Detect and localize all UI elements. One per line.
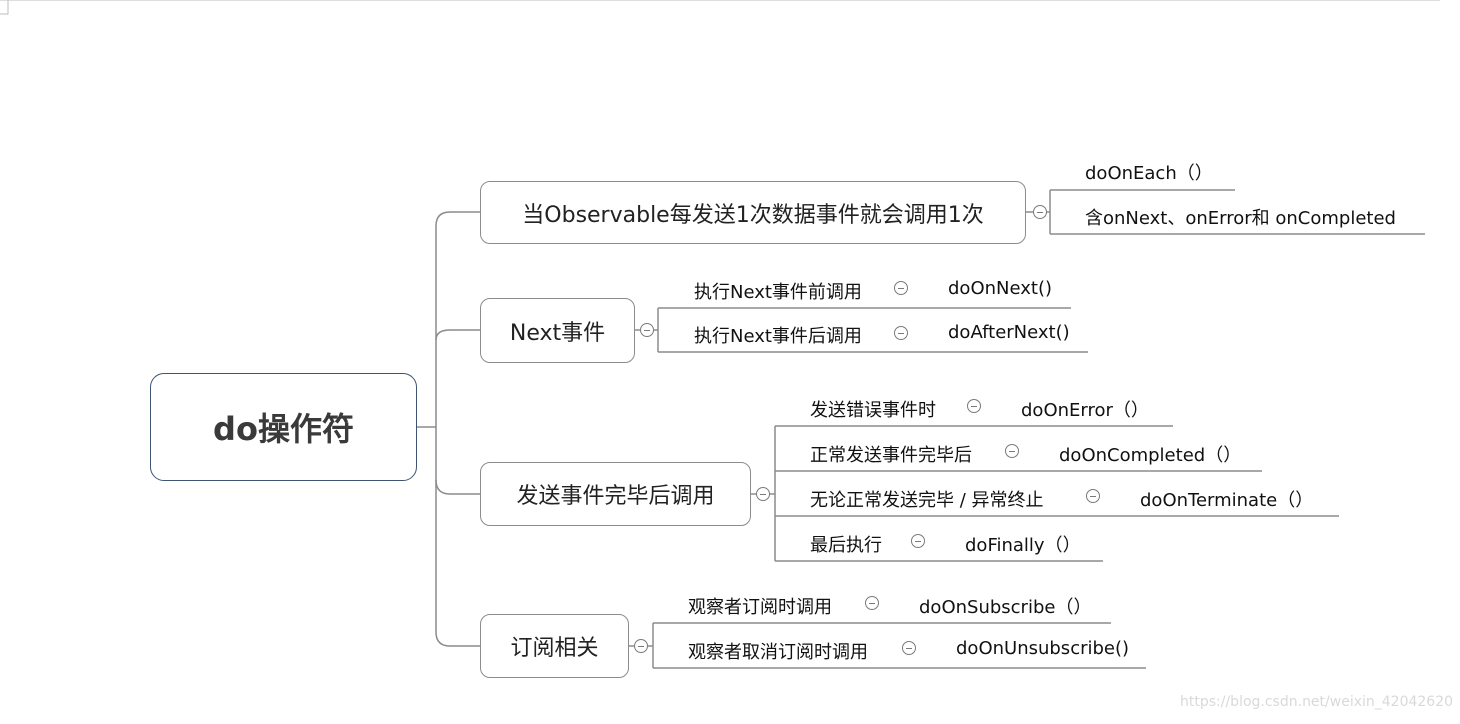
collapse-icon[interactable] bbox=[756, 487, 770, 501]
root-node[interactable]: do操作符 bbox=[150, 373, 417, 481]
collapse-icon[interactable] bbox=[1033, 205, 1047, 219]
collapse-icon[interactable] bbox=[634, 639, 648, 653]
leaf-method: doOnSubscribe（） bbox=[919, 597, 1092, 618]
leaf-text: 最后执行 bbox=[810, 535, 882, 556]
branch-node-subscribe[interactable]: 订阅相关 bbox=[480, 614, 629, 678]
leaf-method: doOnCompleted（） bbox=[1059, 445, 1242, 466]
leaf-text: 执行Next事件后调用 bbox=[694, 326, 862, 347]
branch-node-next-event[interactable]: Next事件 bbox=[480, 298, 635, 363]
leaf-method: doOnNext() bbox=[948, 278, 1052, 299]
leaf-text: 观察者订阅时调用 bbox=[688, 597, 832, 618]
branch-label: 当Observable每发送1次数据事件就会调用1次 bbox=[522, 202, 984, 228]
collapse-icon[interactable] bbox=[640, 323, 654, 337]
leaf-text: 无论正常发送完毕 / 异常终止 bbox=[810, 490, 1044, 511]
collapse-icon[interactable] bbox=[894, 281, 908, 295]
root-label: do操作符 bbox=[213, 410, 354, 448]
branch-node-do-on-each[interactable]: 当Observable每发送1次数据事件就会调用1次 bbox=[480, 181, 1026, 244]
leaf-text: 含onNext、onError和 onCompleted bbox=[1085, 208, 1396, 229]
leaf-text: 执行Next事件前调用 bbox=[694, 282, 862, 303]
collapse-icon[interactable] bbox=[865, 596, 879, 610]
leaf-method: doFinally（） bbox=[965, 535, 1081, 556]
branch-label: 发送事件完毕后调用 bbox=[516, 484, 715, 509]
branch-label: Next事件 bbox=[509, 320, 606, 346]
leaf-method: doOnUnsubscribe() bbox=[956, 638, 1130, 659]
branch-label: 订阅相关 bbox=[510, 636, 599, 661]
branch-node-after-complete[interactable]: 发送事件完毕后调用 bbox=[480, 462, 751, 526]
collapse-icon[interactable] bbox=[1086, 489, 1100, 503]
leaf-method: doOnEach（） bbox=[1085, 163, 1213, 184]
leaf-method: doOnError（） bbox=[1021, 400, 1149, 421]
leaf-method: doAfterNext() bbox=[948, 322, 1070, 343]
collapse-icon[interactable] bbox=[1005, 444, 1019, 458]
collapse-icon[interactable] bbox=[911, 534, 925, 548]
leaf-text: 观察者取消订阅时调用 bbox=[688, 642, 868, 663]
collapse-icon[interactable] bbox=[894, 326, 908, 340]
collapse-icon[interactable] bbox=[967, 399, 981, 413]
watermark: https://blog.csdn.net/weixin_42042620 bbox=[1180, 694, 1454, 710]
leaf-text: 正常发送事件完毕后 bbox=[810, 445, 972, 466]
leaf-text: 发送错误事件时 bbox=[810, 400, 936, 421]
collapse-icon[interactable] bbox=[902, 641, 916, 655]
leaf-method: doOnTerminate（） bbox=[1140, 490, 1314, 511]
